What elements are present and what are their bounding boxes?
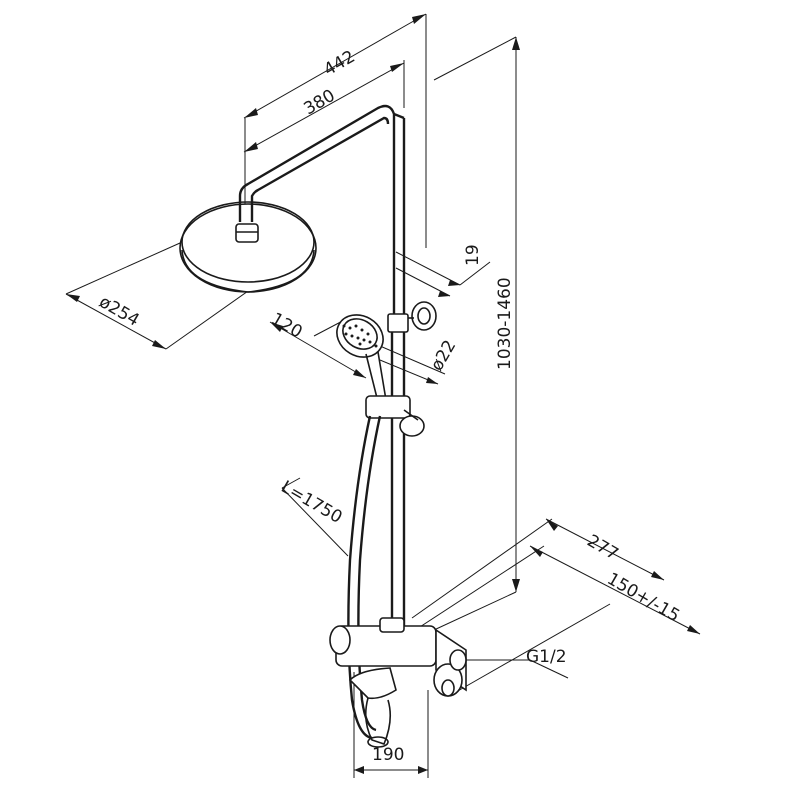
sliding-rail (387, 301, 437, 628)
slider-holder (365, 395, 425, 437)
arrowheads (66, 14, 700, 774)
hand-shower-head-label: 120 (268, 309, 306, 343)
hose-length-label: L=1750 (278, 477, 346, 528)
rail-offset-label: 19 (463, 244, 483, 266)
overhead-shower-head (179, 201, 317, 293)
overall-width-label: 442 (321, 47, 359, 81)
thermostatic-mixer (329, 617, 467, 748)
total-height-label: 1030-1460 (495, 277, 515, 370)
shower-arm (238, 104, 406, 316)
inlet-thread-label: G1/2 (526, 647, 567, 667)
wall-depth-label: 277 (584, 531, 622, 565)
arm-length-label: 380 (301, 86, 339, 120)
head-diameter-label: ø254 (96, 292, 143, 331)
spout-length-label: 190 (372, 745, 404, 765)
inlet-spacing-label: 150+/-15 (604, 569, 683, 626)
dimension-lines (65, 13, 701, 778)
hand-shower (336, 314, 387, 403)
